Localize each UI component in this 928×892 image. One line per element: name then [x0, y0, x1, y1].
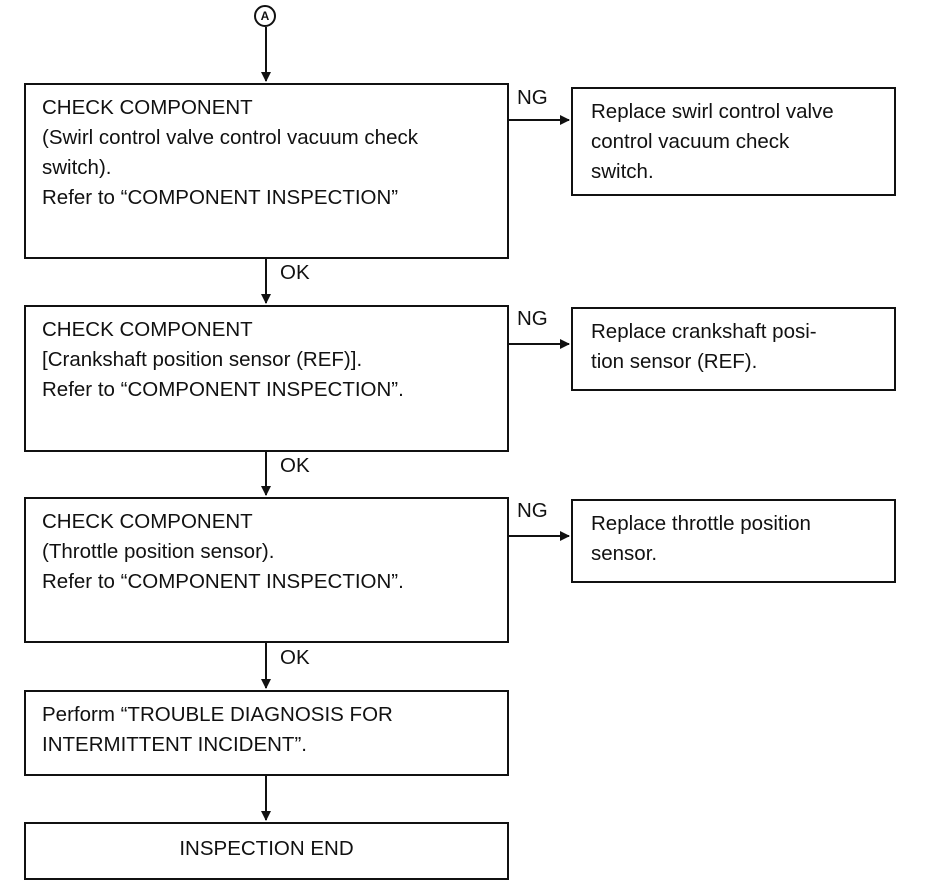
inspection-end-box: INSPECTION END — [24, 822, 509, 880]
step3-check-box: CHECK COMPONENT (Throttle position senso… — [24, 497, 509, 643]
step3-ok-label: OK — [280, 646, 310, 669]
perform-diagnosis-box: Perform “TROUBLE DIAGNOSIS FOR INTERMITT… — [24, 690, 509, 776]
inspection-end-text: INSPECTION END — [179, 837, 354, 860]
start-connector-marker: A — [254, 5, 276, 27]
step2-check-box: CHECK COMPONENT [Crankshaft position sen… — [24, 305, 509, 452]
step1-ng-action-box: Replace swirl control valve control vacu… — [571, 87, 896, 196]
step1-check-text: CHECK COMPONENT (Swirl control valve con… — [42, 96, 418, 209]
step2-ng-action-box: Replace crankshaft posi- tion sensor (RE… — [571, 307, 896, 391]
step2-ok-label: OK — [280, 454, 310, 477]
step1-ng-label: NG — [517, 86, 548, 109]
step3-ng-action-text: Replace throttle position sensor. — [591, 512, 811, 565]
step1-check-box: CHECK COMPONENT (Swirl control valve con… — [24, 83, 509, 259]
step2-ng-action-text: Replace crankshaft posi- tion sensor (RE… — [591, 320, 817, 373]
step1-ok-label: OK — [280, 261, 310, 284]
step1-ng-action-text: Replace swirl control valve control vacu… — [591, 100, 834, 183]
step3-ng-action-box: Replace throttle position sensor. — [571, 499, 896, 583]
perform-diagnosis-text: Perform “TROUBLE DIAGNOSIS FOR INTERMITT… — [42, 703, 393, 756]
step2-check-text: CHECK COMPONENT [Crankshaft position sen… — [42, 318, 404, 401]
step3-ng-label: NG — [517, 499, 548, 522]
step2-ng-label: NG — [517, 307, 548, 330]
step3-check-text: CHECK COMPONENT (Throttle position senso… — [42, 510, 404, 593]
